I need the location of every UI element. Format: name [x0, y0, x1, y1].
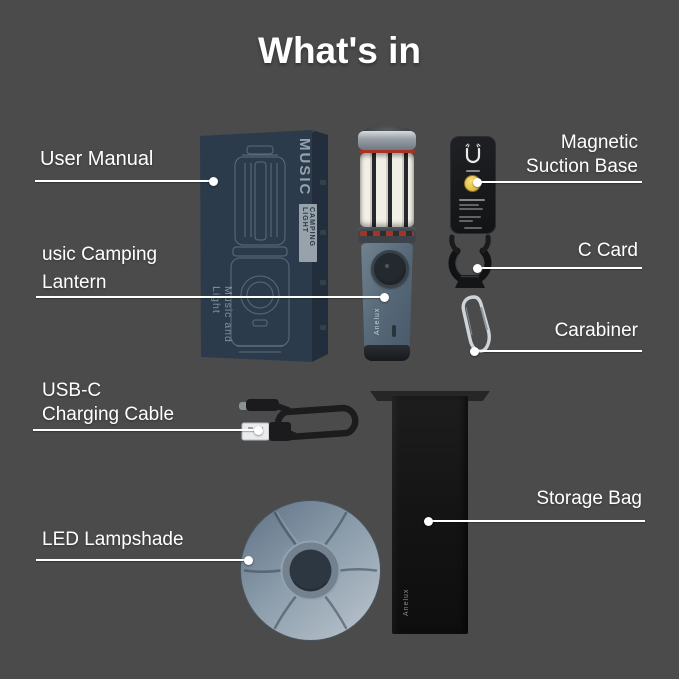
label-carabiner: Carabiner [554, 320, 638, 341]
label-magnetic-base: Magnetic Suction Base [526, 132, 638, 177]
magnetic-base-fineprint [459, 216, 481, 218]
leader-line-storage-bag [428, 520, 645, 522]
lantern-brand-text: Anelux [374, 307, 381, 335]
label-storage-bag: Storage Bag [536, 488, 642, 509]
lantern-speaker-center [385, 264, 389, 268]
leader-dot-magnetic-base [472, 177, 482, 187]
leader-dot-carabiner [469, 346, 479, 356]
lantern-globe [360, 153, 414, 227]
magnetic-base-fineprint [459, 204, 479, 206]
label-camping-lantern: usic Camping Lantern [42, 244, 158, 293]
magnetic-base-brand-mark [464, 227, 482, 229]
leader-line-led-lampshade [36, 559, 248, 561]
label-usb-cable: USB-C Charging Cable [42, 380, 175, 425]
box-side-badge: CAMPING LIGHT [299, 204, 317, 262]
product-box-graphic [200, 130, 328, 362]
leader-line-camping-lantern [36, 296, 384, 298]
lantern-collar-red-dots [360, 231, 414, 236]
box-lantern-lineart [230, 145, 290, 353]
storage-bag-brand-text: Anelux [403, 588, 410, 616]
carabiner-graphic [461, 295, 491, 353]
leader-dot-storage-bag [423, 516, 433, 526]
lantern-cap [358, 131, 416, 150]
magnetic-base-fineprint [459, 208, 483, 210]
magnetic-base-fineprint [466, 170, 480, 172]
magnet-icon [465, 143, 481, 164]
label-c-card: C Card [577, 240, 638, 261]
leader-line-magnetic-base [477, 181, 642, 183]
box-side-mark [320, 325, 326, 330]
leader-line-carabiner [474, 350, 642, 352]
lantern-speaker-dial [371, 250, 409, 288]
leader-line-usb-cable [33, 429, 258, 431]
leader-dot-user-manual [208, 176, 218, 186]
c-card-graphic [448, 234, 492, 288]
led-lampshade-graphic [240, 500, 381, 641]
box-front-tagline: Music and Light [210, 286, 234, 343]
box-side-mark [320, 280, 326, 285]
leader-line-c-card [477, 267, 642, 269]
magnetic-base-fineprint [459, 199, 485, 201]
lantern-red-ring [359, 150, 415, 153]
leader-dot-c-card [472, 263, 482, 273]
box-side-mark [320, 230, 326, 235]
leader-dot-led-lampshade [243, 555, 253, 565]
label-user-manual: User Manual [40, 148, 154, 170]
leader-dot-usb-cable [253, 425, 263, 435]
lantern-slot [392, 325, 396, 337]
leader-line-user-manual [35, 180, 213, 182]
usb-cable-graphic [239, 399, 359, 441]
storage-bag-graphic [392, 396, 468, 634]
box-side-mark [320, 180, 326, 185]
lantern-base [364, 345, 410, 361]
box-side-title: MUSIC [296, 138, 313, 197]
label-led-lampshade: LED Lampshade [42, 529, 184, 550]
magnetic-base-fineprint [459, 220, 473, 222]
page-title: What's in [258, 30, 421, 71]
leader-dot-camping-lantern [379, 292, 389, 302]
